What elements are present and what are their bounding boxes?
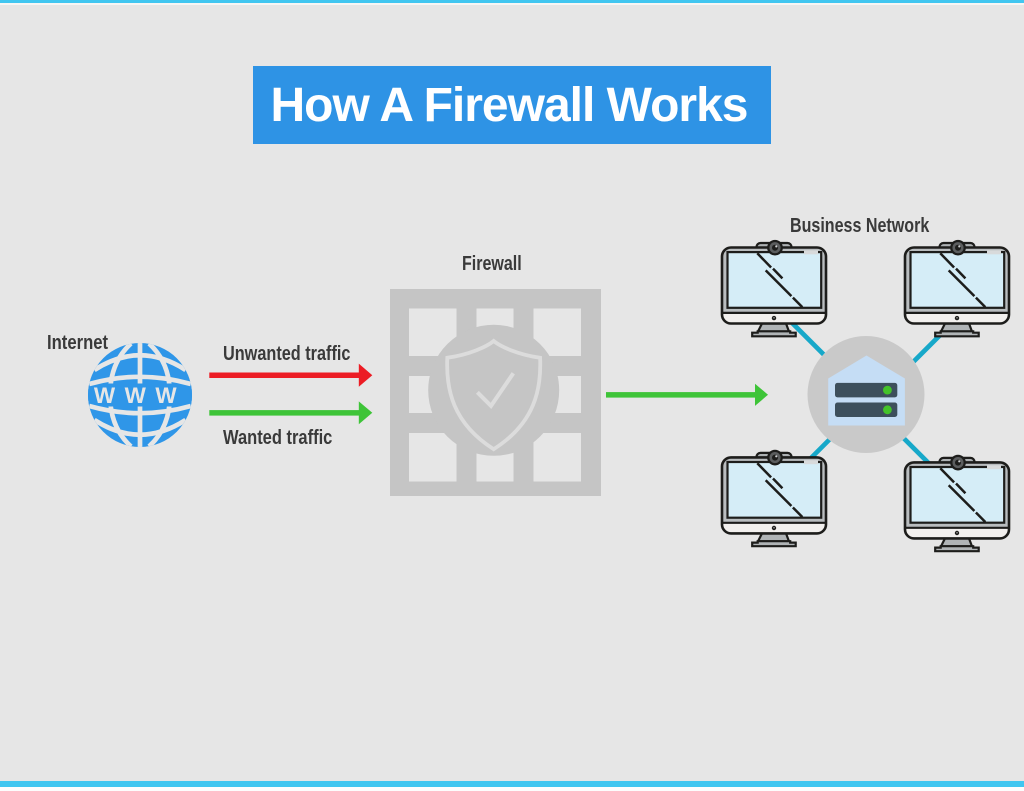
svg-text:WWW: WWW <box>94 383 186 408</box>
